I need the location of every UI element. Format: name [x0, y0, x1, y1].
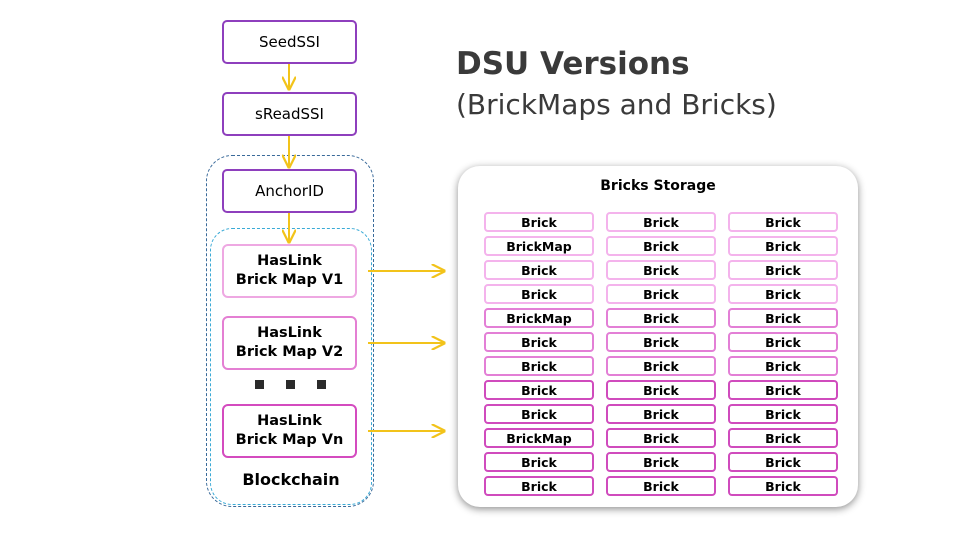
dot	[255, 380, 264, 389]
brick-cell: Brick	[728, 356, 838, 376]
brick-cell: Brick	[606, 476, 716, 496]
brick-cell: Brick	[728, 236, 838, 256]
seed-ssi-label: SeedSSI	[259, 33, 320, 51]
brick-cell: Brick	[728, 452, 838, 472]
haslink-v1-box: HasLink Brick Map V1	[222, 244, 357, 298]
brick-cell: Brick	[728, 380, 838, 400]
brick-cell: Brick	[728, 260, 838, 280]
brick-cell: Brick	[728, 332, 838, 352]
anchor-id-box: AnchorID	[222, 169, 357, 213]
brick-cell: Brick	[606, 308, 716, 328]
brick-cell: Brick	[484, 452, 594, 472]
haslink-v2-line2: Brick Map V2	[235, 344, 344, 360]
dot	[317, 380, 326, 389]
page-subtitle: (BrickMaps and Bricks)	[456, 88, 777, 121]
brick-cell: Brick	[606, 260, 716, 280]
page-title: DSU Versions	[456, 46, 690, 82]
brick-cell: Brick	[484, 260, 594, 280]
haslink-v2-box: HasLink Brick Map V2	[222, 316, 357, 370]
brick-cell: Brick	[606, 356, 716, 376]
brick-cell: Brick	[728, 476, 838, 496]
brick-cell: Brick	[484, 212, 594, 232]
seed-ssi-box: SeedSSI	[222, 20, 357, 64]
brickmap-cell: BrickMap	[484, 428, 594, 448]
brickmap-cell: BrickMap	[484, 236, 594, 256]
blockchain-dashed-group	[210, 228, 372, 505]
brick-cell: Brick	[484, 404, 594, 424]
haslink-v2-line1: HasLink	[257, 325, 322, 341]
brick-cell: Brick	[606, 452, 716, 472]
brick-cell: Brick	[728, 212, 838, 232]
haslink-vn-line2: Brick Map Vn	[235, 432, 344, 448]
haslink-vn-line1: HasLink	[257, 413, 322, 429]
brick-cell: Brick	[606, 212, 716, 232]
haslink-v1-line2: Brick Map V1	[235, 272, 344, 288]
brick-cell: Brick	[606, 404, 716, 424]
brick-cell: Brick	[728, 428, 838, 448]
brick-cell: Brick	[606, 380, 716, 400]
haslink-vn-box: HasLink Brick Map Vn	[222, 404, 357, 458]
brick-cell: Brick	[606, 332, 716, 352]
brick-cell: Brick	[484, 356, 594, 376]
haslink-v1-line1: HasLink	[257, 253, 322, 269]
sread-ssi-box: sReadSSI	[222, 92, 357, 136]
brick-cell: Brick	[728, 284, 838, 304]
bricks-storage-title: Bricks Storage	[600, 178, 716, 194]
brick-cell: Brick	[606, 284, 716, 304]
brick-cell: Brick	[484, 332, 594, 352]
brick-cell: Brick	[484, 380, 594, 400]
brick-cell: Brick	[728, 308, 838, 328]
dot	[286, 380, 295, 389]
brick-cell: Brick	[606, 428, 716, 448]
brickmap-cell: BrickMap	[484, 308, 594, 328]
blockchain-label: Blockchain	[242, 470, 340, 489]
brick-cell: Brick	[728, 404, 838, 424]
ellipsis-dots	[255, 380, 326, 389]
brick-cell: Brick	[484, 284, 594, 304]
brick-cell: Brick	[606, 236, 716, 256]
brick-cell: Brick	[484, 476, 594, 496]
sread-ssi-label: sReadSSI	[255, 105, 324, 123]
anchor-id-label: AnchorID	[255, 182, 324, 200]
